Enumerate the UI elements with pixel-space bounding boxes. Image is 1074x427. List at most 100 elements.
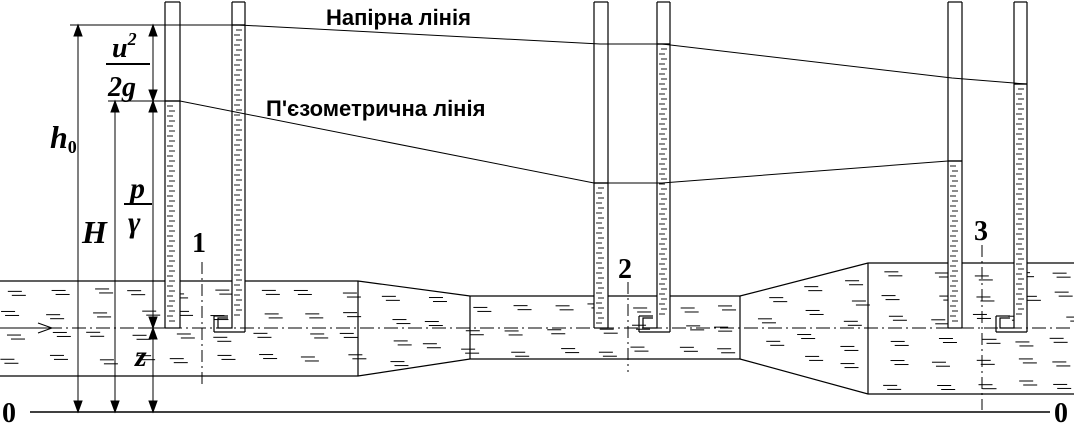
water-mark (804, 286, 823, 292)
water-mark (86, 331, 105, 337)
water-mark (883, 384, 902, 390)
water-mark (428, 297, 447, 303)
pipe-bottom-wall (0, 358, 1074, 395)
water-mark (1053, 383, 1072, 389)
water-mark (561, 348, 580, 354)
water-mark (99, 359, 118, 365)
water-mark (93, 312, 112, 318)
water-mark (511, 351, 530, 357)
water-mark (1052, 272, 1071, 278)
water-mark (840, 345, 859, 351)
water-mark (7, 290, 26, 296)
water-mark (0, 358, 19, 364)
water-mark (259, 354, 278, 360)
water-mark (1, 310, 20, 316)
water-mark (890, 340, 909, 346)
flow-arrow-icon (10, 322, 54, 334)
water-mark (555, 305, 574, 311)
water-mark (392, 319, 411, 325)
water-hatching (0, 271, 1074, 390)
water-mark (261, 289, 280, 295)
water-mark (686, 325, 705, 331)
pipe-top-wall (0, 262, 1074, 297)
measuring-tubes (164, 1, 1028, 333)
water-mark (132, 334, 151, 340)
water-mark (680, 307, 699, 313)
H-label: H (81, 214, 108, 250)
water-mark (1052, 361, 1071, 367)
piezometric-line (165, 100, 962, 184)
water-mark (845, 280, 864, 286)
water-mark (169, 358, 188, 364)
water-mark (393, 340, 412, 346)
pitot-tube-3 (995, 1, 1028, 333)
water-mark (52, 331, 71, 337)
water-mark (938, 337, 957, 343)
water-mark (95, 288, 114, 294)
water-mark (1019, 380, 1038, 386)
piezometer-tube-3 (947, 1, 963, 329)
section-lines (201, 245, 983, 410)
fraction-bars (106, 63, 152, 205)
piezometer-tube-1 (164, 1, 181, 329)
water-mark (422, 343, 441, 349)
water-mark (972, 313, 991, 319)
water-mark (381, 295, 400, 301)
water-mark (348, 354, 367, 360)
water-mark (840, 363, 859, 369)
water-mark (547, 329, 566, 335)
pitot-tube-1 (213, 1, 246, 333)
water-mark (127, 290, 146, 296)
water-mark (976, 296, 995, 302)
water-mark (504, 330, 523, 336)
water-mark (424, 321, 443, 327)
datum-left-label: 0 (2, 398, 16, 427)
water-mark (679, 346, 698, 352)
water-mark (461, 348, 480, 354)
water-mark (805, 355, 824, 361)
water-mark (310, 333, 329, 339)
water-mark (1054, 291, 1073, 297)
water-mark (6, 334, 25, 340)
2g-denominator: 2g (107, 72, 136, 103)
h0-label: h0 (50, 119, 77, 157)
water-mark (1066, 316, 1074, 322)
dimension-lines (70, 23, 165, 414)
water-mark (49, 354, 68, 360)
water-mark (217, 354, 236, 360)
water-mark (937, 384, 956, 390)
water-mark (982, 338, 1001, 344)
water-mark (976, 359, 995, 365)
water-mark (264, 313, 283, 319)
section-2-label: 2 (618, 254, 632, 285)
water-mark (797, 334, 816, 340)
water-mark (632, 324, 651, 330)
piezometer-tube-2 (593, 1, 609, 329)
water-mark (633, 307, 652, 313)
p-numerator: p (127, 172, 145, 205)
water-mark (465, 330, 484, 336)
water-mark (599, 328, 618, 334)
water-mark (598, 351, 617, 357)
water-mark (718, 305, 737, 311)
water-mark (890, 360, 909, 366)
water-mark (888, 315, 907, 321)
section-1-label: 1 (192, 228, 206, 259)
water-mark (343, 312, 362, 318)
water-mark (51, 289, 70, 295)
water-mark (339, 332, 358, 338)
water-mark (46, 314, 65, 320)
water-mark (881, 295, 900, 301)
water-mark (974, 275, 993, 281)
datum-right-label: 0 (1054, 398, 1068, 427)
water-mark (513, 305, 532, 311)
water-mark (805, 309, 824, 315)
water-mark (851, 300, 870, 306)
water-mark (176, 333, 195, 339)
section-3-label: 3 (974, 216, 988, 247)
water-mark (978, 384, 997, 390)
water-mark (213, 336, 232, 342)
water-mark (1049, 337, 1068, 343)
head-line-label: Напірна лінія (326, 5, 471, 30)
